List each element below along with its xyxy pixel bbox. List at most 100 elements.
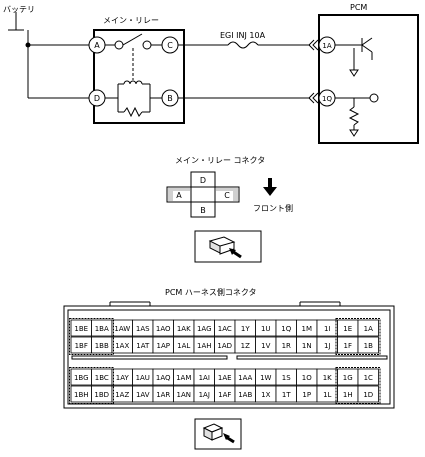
pcm-pin-label: 1AD (217, 342, 232, 350)
pcm-cavity-frame (69, 367, 114, 404)
battery-label: バッテリ (3, 5, 35, 14)
fuse-label: EGI INJ 10A (220, 31, 266, 40)
relay-connector-title: メイン・リレー コネクタ (175, 156, 265, 165)
pcm-pin-label: 1AW (114, 325, 130, 333)
pcm-terminal-1q: 1Q (318, 89, 336, 107)
pcm-pin-label: 1AI (199, 374, 210, 382)
pcm-pin-label: 1BC (95, 374, 109, 382)
pcm-pin-label: 1AF (218, 391, 231, 399)
pcm-pin-label: 1AN (177, 391, 191, 399)
pcm-pin-label: 1Q (281, 325, 291, 333)
pcm-pin-label: 1AR (156, 391, 170, 399)
svg-text:A: A (94, 41, 100, 50)
pcm-pin-label: 1AJ (199, 391, 210, 399)
svg-text:D: D (94, 94, 100, 103)
pcm-pin-label: 1BE (74, 325, 88, 333)
relay-terminal-d: D (88, 89, 106, 107)
junction-dot (25, 42, 31, 48)
main-relay-box (93, 29, 185, 124)
pcm-pin-label: 1E (343, 325, 352, 333)
pcm-pin-label: 1AH (197, 342, 212, 350)
svg-text:1Q: 1Q (322, 95, 332, 103)
pcm-pin-label: 1AM (176, 374, 191, 382)
pcm-pin-label: 1AC (218, 325, 232, 333)
pcm-cell (357, 319, 379, 337)
pcm-pin-label: 1H (343, 391, 353, 399)
pcm-cavity-frame (335, 318, 381, 355)
pcm-pin-label: 1AZ (115, 391, 129, 399)
pcm-pin-label: 1R (282, 342, 291, 350)
pcm-pin-label: 1B (364, 342, 373, 350)
pcm-label: PCM (350, 3, 367, 12)
battery-wire (8, 12, 90, 99)
wire-c-to-1a (178, 41, 310, 49)
pcm-connector-title: PCM ハーネス側コネクタ (165, 287, 257, 297)
pcm-pin-label: 1AG (197, 325, 212, 333)
pcm-pin-label: 1AU (136, 374, 150, 382)
arrow-down-icon (263, 178, 277, 196)
pcm-pin-label: 1BF (75, 342, 88, 350)
pcm-pin-label: 1BD (94, 391, 109, 399)
pcm-cavity-frame (335, 367, 381, 404)
relay-connector-view-icon (194, 230, 262, 263)
pcm-pin-label: 1S (282, 374, 291, 382)
pcm-pin-label: 1N (302, 342, 312, 350)
pcm-cell (357, 336, 379, 354)
pcm-pin-label: 1V (261, 342, 270, 350)
pcm-pin-label: 1AP (157, 342, 170, 350)
pcm-pin-label: 1AS (136, 325, 150, 333)
connector-symbol (308, 39, 319, 104)
pcm-pin-label: 1Y (241, 325, 250, 333)
pcm-cavity-frame (69, 318, 114, 355)
pcm-pin-label: 1M (302, 325, 313, 333)
pcm-pin-label: 1AK (177, 325, 191, 333)
pcm-pin-label: 1AQ (156, 374, 171, 382)
pcm-pin-label: 1O (302, 374, 312, 382)
relay-connector-face: D A C B (166, 171, 240, 218)
pcm-pin-label: 1G (343, 374, 353, 382)
pcm-pin-label: 1AO (156, 325, 171, 333)
relay-pin-c: C (224, 191, 230, 200)
pcm-pin-label: 1P (302, 391, 311, 399)
pcm-internals (335, 37, 379, 137)
pcm-pin-label: 1D (363, 391, 373, 399)
pcm-pin-label: 1U (261, 325, 271, 333)
pcm-pin-label: 1AT (136, 342, 150, 350)
pcm-pin-label: 1BA (95, 325, 109, 333)
pcm-pin-label: 1BG (74, 374, 89, 382)
pcm-pin-label: 1AB (238, 391, 252, 399)
relay-terminal-a: A (88, 36, 106, 54)
pcm-connector-housing (63, 301, 395, 409)
relay-terminal-c: C (161, 36, 179, 54)
front-side-label: フロント側 (253, 203, 293, 213)
pcm-pin-label: 1AA (238, 374, 252, 382)
pcm-pin-label: 1W (260, 374, 271, 382)
pcm-connector-view-icon (194, 418, 242, 450)
pcm-terminal-1a: 1A (318, 36, 336, 54)
pcm-pin-label: 1F (344, 342, 352, 350)
pcm-pin-label: 1Z (241, 342, 250, 350)
pcm-pin-label: 1AV (136, 391, 150, 399)
pcm-pin-label: 1C (364, 374, 373, 382)
relay-pin-a: A (176, 191, 182, 200)
pcm-pin-label: 1L (323, 391, 331, 399)
svg-text:1A: 1A (322, 42, 331, 50)
pcm-cell (357, 368, 379, 386)
pcm-pin-label: 1AX (115, 342, 129, 350)
pcm-pin-label: 1AL (177, 342, 190, 350)
relay-terminal-b: B (161, 89, 179, 107)
pcm-pin-label: 1AE (218, 374, 232, 382)
pcm-pin-label: 1BB (95, 342, 109, 350)
svg-text:B: B (167, 94, 173, 103)
pcm-box (318, 14, 419, 144)
svg-text:C: C (167, 41, 173, 50)
pcm-pin-label: 1I (324, 325, 331, 333)
pcm-pin-label: 1K (323, 374, 332, 382)
pcm-pin-label: 1J (324, 342, 331, 350)
pcm-pin-label: 1AY (116, 374, 130, 382)
relay-pin-d: D (200, 176, 206, 185)
relay-internals (105, 33, 162, 118)
relay-label: メイン・リレー (103, 16, 159, 25)
